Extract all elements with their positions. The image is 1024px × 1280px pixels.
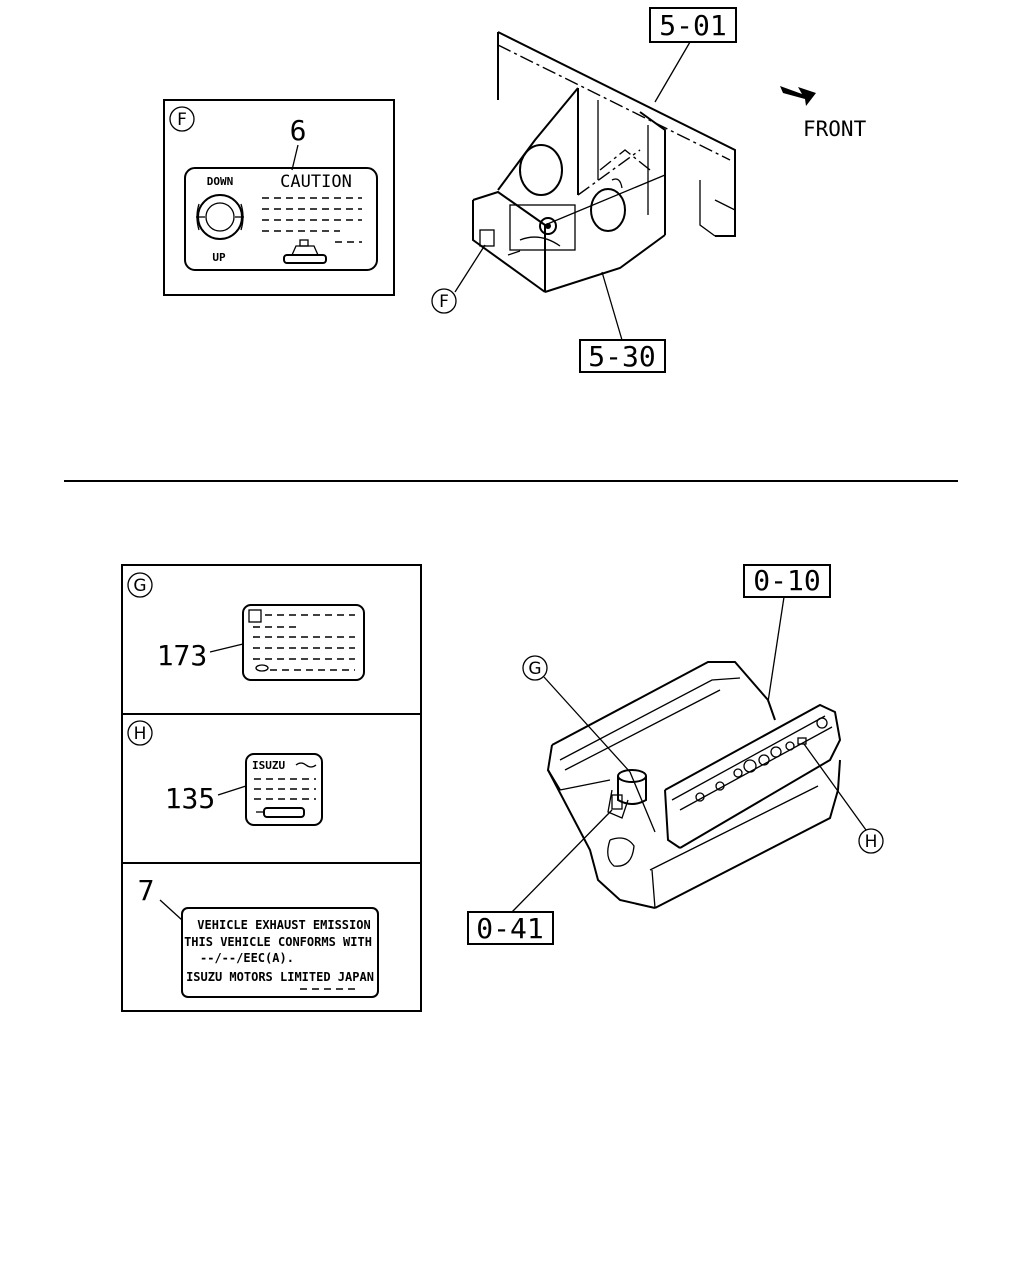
callout-g-letter: G xyxy=(528,659,541,679)
frame-bracket-drawing xyxy=(472,31,736,293)
label-location-h xyxy=(797,737,807,745)
ref-5-30-label: 5-30 xyxy=(588,340,655,373)
callout-f-letter: F xyxy=(439,292,449,312)
callout-g: G xyxy=(522,655,656,833)
emission-line-2: THIS VEHICLE CONFORMS WITH xyxy=(184,935,372,949)
detail-panel-g: G 173 xyxy=(127,572,365,681)
detail-f-letter: F xyxy=(177,110,187,130)
ref-box-0-10: 0-10 xyxy=(743,564,831,703)
part-number-6: 6 xyxy=(290,114,307,147)
leader-line-6 xyxy=(291,144,299,171)
emission-line-4: ISUZU MOTORS LIMITED JAPAN xyxy=(186,970,374,984)
emission-line-3: --/--/EEC(A). xyxy=(200,951,294,965)
rotation-dial-icon xyxy=(196,194,244,240)
label-location-f xyxy=(479,229,495,247)
down-label: DOWN xyxy=(207,175,234,188)
ref-0-41-label: 0-41 xyxy=(476,912,543,945)
emission-label-plate xyxy=(181,907,379,998)
emission-line-1: VEHICLE EXHAUST EMISSION xyxy=(197,918,370,932)
ref-0-10-label: 0-10 xyxy=(753,564,820,597)
callout-h-letter: H xyxy=(865,832,878,852)
filter-cartridge-icon xyxy=(256,807,305,818)
caution-label: CAUTION xyxy=(280,172,352,192)
up-label: UP xyxy=(212,251,226,264)
ref-box-5-30: 5-30 xyxy=(579,271,666,373)
detail-g-letter: G xyxy=(133,576,146,596)
callout-h: H xyxy=(803,743,884,854)
isuzu-brand-label: ISUZU xyxy=(252,759,285,772)
caution-label-plate xyxy=(184,167,378,271)
fuel-filter-label-plate xyxy=(242,604,365,681)
engine-block-drawing xyxy=(546,661,842,909)
ref-5-01-label: 5-01 xyxy=(659,9,726,42)
part-number-173: 173 xyxy=(157,639,208,672)
front-label: FRONT xyxy=(803,117,867,141)
isuzu-logo-icon xyxy=(248,609,262,623)
detail-panel-7: 7 VEHICLE EXHAUST EMISSION THIS VEHICLE … xyxy=(138,874,379,998)
isuzu-label-plate xyxy=(245,753,323,826)
filter-icon xyxy=(283,239,327,264)
detail-h-letter: H xyxy=(134,724,147,744)
detail-column xyxy=(121,564,422,1012)
front-arrow-icon xyxy=(780,86,816,106)
isuzu-label-text-lines xyxy=(254,762,317,800)
callout-f: F xyxy=(431,244,486,314)
ref-box-0-41: 0-41 xyxy=(467,809,613,945)
part-number-7: 7 xyxy=(138,874,155,907)
part-number-135: 135 xyxy=(165,782,216,815)
detail-panel-h: H 135 ISUZU xyxy=(127,720,323,826)
detail-panel-f: F 6 DOWN CAUTION UP xyxy=(163,99,395,296)
fuel-filter-text-lines xyxy=(253,614,355,672)
caution-text-lines xyxy=(262,197,362,243)
ref-box-5-01: 5-01 xyxy=(649,7,737,103)
